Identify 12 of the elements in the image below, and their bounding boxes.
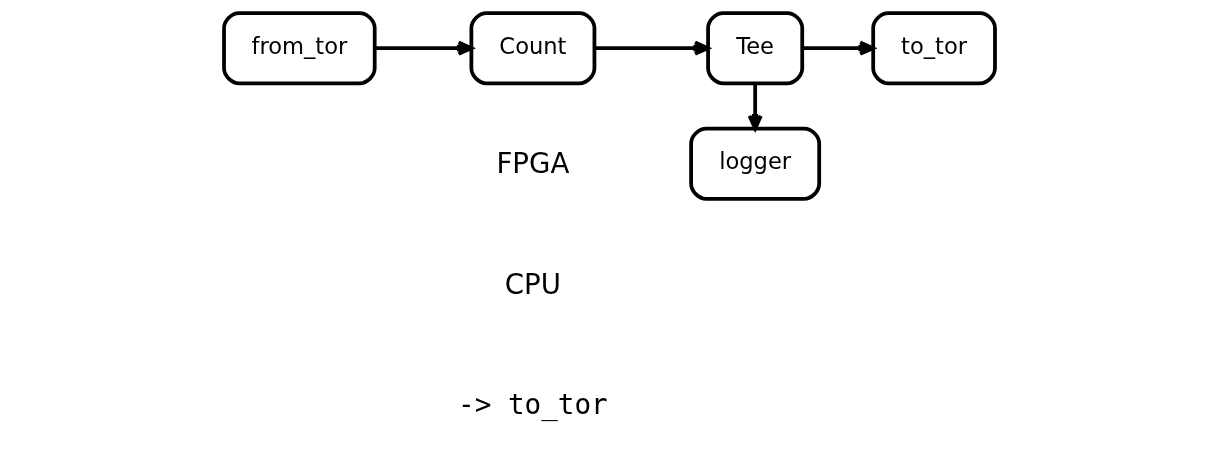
label: -> to_tor xyxy=(457,388,608,422)
node-box: from_tor xyxy=(221,11,377,86)
label: FPGA xyxy=(496,147,569,181)
arrow xyxy=(801,40,875,56)
node-box: Count xyxy=(469,11,596,86)
label: CPU xyxy=(504,267,561,301)
node-box: logger xyxy=(688,126,821,201)
arrow xyxy=(747,83,763,131)
node-box: to_tor xyxy=(870,11,997,86)
arrow xyxy=(594,40,710,56)
node-box: Tee xyxy=(705,11,804,86)
arrow xyxy=(374,40,473,56)
